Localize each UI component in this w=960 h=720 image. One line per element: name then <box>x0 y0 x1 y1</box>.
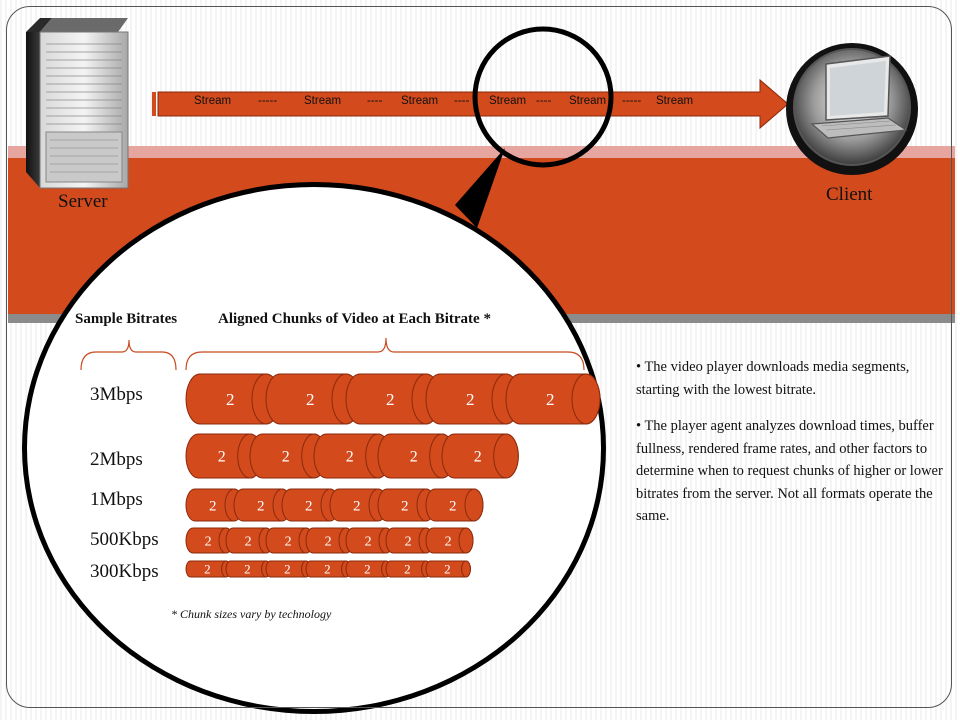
chunk-label: 2 <box>325 534 332 549</box>
chunk-label: 2 <box>205 534 212 549</box>
stream-label: Stream <box>569 95 607 107</box>
chunk-label: 2 <box>346 449 354 466</box>
chunk-label: 2 <box>444 562 451 577</box>
chunk-label: 2 <box>245 534 252 549</box>
bitrate-label-3mbps: 3Mbps <box>90 384 143 405</box>
chunk-label: 2 <box>445 534 452 549</box>
bitrate-label-300kbps: 300Kbps <box>90 561 159 582</box>
chunk-cylinder: 2 <box>305 560 351 578</box>
chunk-label: 2 <box>404 562 411 577</box>
chunk-label: 2 <box>365 534 372 549</box>
chunk-label: 2 <box>305 498 313 514</box>
bullet-item: • The video player downloads media segme… <box>636 359 910 398</box>
chunk-cylinder: 2 <box>425 488 484 522</box>
stream-label: Stream <box>194 95 232 107</box>
chunk-label: 2 <box>546 390 555 409</box>
chunk-cylinder: 2 <box>225 560 271 578</box>
stream-label: Stream <box>489 95 527 107</box>
chunk-label: 2 <box>244 562 251 577</box>
chunk-cylinder: 2 <box>265 560 311 578</box>
aligned-chunks-heading: Aligned Chunks of Video at Each Bitrate … <box>218 311 491 327</box>
chunk-cylinder: 2 <box>185 560 231 578</box>
stream-separator: ---- <box>367 95 383 107</box>
sample-bitrates-heading: Sample Bitrates <box>75 311 178 327</box>
chunk-label: 2 <box>474 449 482 466</box>
chunk-label: 2 <box>209 498 217 514</box>
chunk-size-footnote: * Chunk sizes vary by technology <box>171 607 332 621</box>
stream-separator: ----- <box>258 95 278 107</box>
bitrate-label-1mbps: 1Mbps <box>90 489 143 510</box>
chunk-cylinder: 2 <box>425 560 471 578</box>
chunk-label: 2 <box>386 390 395 409</box>
chunk-label: 2 <box>306 390 315 409</box>
stream-label: Stream <box>304 95 342 107</box>
chunk-label: 2 <box>257 498 265 514</box>
chunk-label: 2 <box>282 449 290 466</box>
chunk-cylinder: 2 <box>505 373 601 425</box>
bullet-text: The player agent analyzes download times… <box>636 418 943 524</box>
chunk-label: 2 <box>226 390 235 409</box>
header-band-highlight <box>8 146 955 158</box>
chunk-label: 2 <box>405 534 412 549</box>
chunk-cylinder: 2 <box>425 527 474 554</box>
stream-label: Stream <box>656 95 694 107</box>
bitrate-label-2mbps: 2Mbps <box>90 449 143 470</box>
chunk-label: 2 <box>364 562 371 577</box>
stream-separator: ----- <box>622 95 642 107</box>
chunk-label: 2 <box>284 562 291 577</box>
client-label: Client <box>826 184 873 205</box>
bullet-text: The video player downloads media segment… <box>636 359 910 398</box>
chunk-label: 2 <box>324 562 331 577</box>
chunk-label: 2 <box>285 534 292 549</box>
chunk-label: 2 <box>353 498 361 514</box>
chunk-label: 2 <box>449 498 457 514</box>
chunk-label: 2 <box>204 562 211 577</box>
stream-separator: ---- <box>454 95 470 107</box>
chunk-label: 2 <box>218 449 226 466</box>
chunk-label: 2 <box>401 498 409 514</box>
bitrate-label-500kbps: 500Kbps <box>90 529 159 550</box>
stream-separator: ---- <box>536 95 552 107</box>
chunk-label: 2 <box>410 449 418 466</box>
chunk-cylinder: 2 <box>345 560 391 578</box>
chunk-cylinder: 2 <box>441 433 519 479</box>
stream-label: Stream <box>401 95 439 107</box>
server-label: Server <box>58 191 108 212</box>
bullet-item: • The player agent analyzes download tim… <box>636 418 943 524</box>
bullet-list: • The video player downloads media segme… <box>636 356 948 542</box>
chunk-cylinder: 2 <box>385 560 431 578</box>
chunk-label: 2 <box>466 390 475 409</box>
